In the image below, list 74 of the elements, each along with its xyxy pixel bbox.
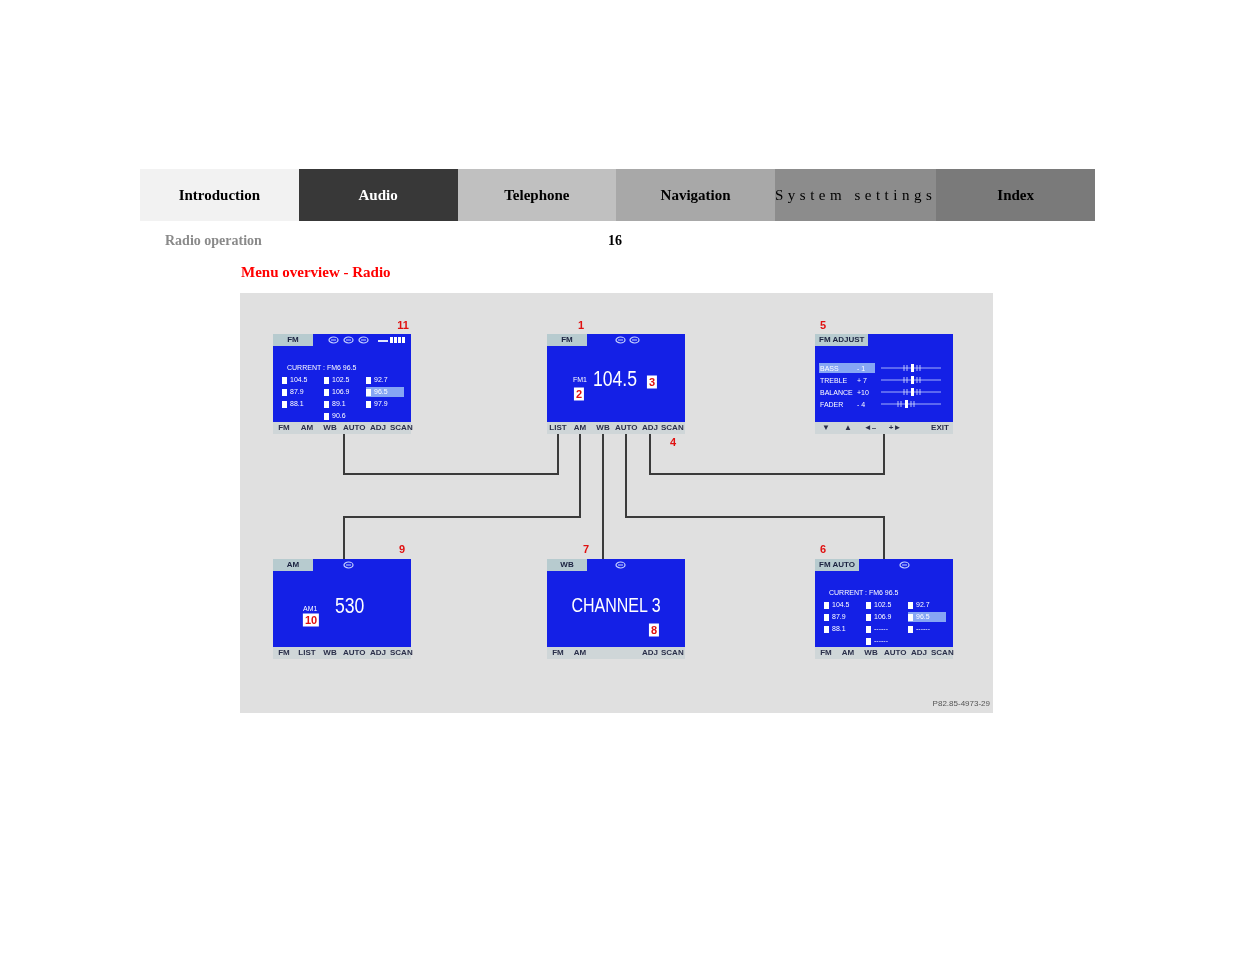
softkey-label: SCAN xyxy=(661,647,683,659)
softkey-label: SCAN xyxy=(390,422,412,434)
softkey-label: ADJ xyxy=(367,647,389,659)
softkey-label: FM xyxy=(273,422,295,434)
page-title: Menu overview - Radio xyxy=(241,263,391,282)
softkey-label: ADJ xyxy=(908,647,930,659)
callout-number: 2 xyxy=(573,387,585,401)
softkey-label: SCAN xyxy=(661,422,683,434)
callout-number: 7 xyxy=(582,543,590,555)
softkey-label: ▲ xyxy=(837,422,859,434)
radio-screen xyxy=(273,334,411,434)
callout-number: 8 xyxy=(648,623,660,637)
softkey-label: ADJ xyxy=(639,647,661,659)
screen-tab: FM ADJUST xyxy=(815,334,869,346)
radio-screen xyxy=(273,559,411,659)
radio-screen xyxy=(547,559,685,659)
screen-tab: FM xyxy=(273,334,313,346)
connector-line xyxy=(649,433,885,475)
softkey-label: AM xyxy=(569,422,591,434)
connector-line xyxy=(602,433,604,560)
softkey-label: FM xyxy=(547,647,569,659)
nav-tab: Audio xyxy=(298,169,458,221)
softkey-label: WB xyxy=(319,422,341,434)
screen-tab: FM xyxy=(547,334,587,346)
softkey-label: AUTO xyxy=(343,422,365,434)
screen-tab: AM xyxy=(273,559,313,571)
section-heading: Radio operation xyxy=(165,232,262,250)
softkey-label: AM xyxy=(569,647,591,659)
callout-number: 11 xyxy=(397,319,409,331)
frequency-text: 104.5 xyxy=(593,368,638,390)
nav-tab: Navigation xyxy=(616,169,775,221)
nav-tab: Introduction xyxy=(140,169,299,221)
figure-code: P82.85-4973-29 xyxy=(932,698,990,710)
softkey-label: ADJ xyxy=(639,422,661,434)
screen-tab: WB xyxy=(547,559,587,571)
softkey-label: +► xyxy=(884,422,906,434)
softkey-label: LIST xyxy=(547,422,569,434)
softkey-label: ▼ xyxy=(815,422,837,434)
softkey-label: SCAN xyxy=(390,647,412,659)
softkey-label: ADJ xyxy=(367,422,389,434)
softkey-label: AUTO xyxy=(615,422,637,434)
screen-tab: FM AUTO xyxy=(815,559,859,571)
callout-number: 4 xyxy=(669,436,677,448)
softkey-label: FM xyxy=(273,647,295,659)
page-number: 16 xyxy=(608,232,622,250)
softkey-label: SCAN xyxy=(931,647,953,659)
nav-tab: Index xyxy=(936,169,1095,221)
callout-number: 6 xyxy=(819,543,827,555)
connector-line xyxy=(625,433,885,560)
radio-screen xyxy=(547,334,685,434)
nav-tab: Telephone xyxy=(457,169,617,221)
radio-screen xyxy=(815,334,953,434)
softkey-label: AM xyxy=(296,422,318,434)
softkey-label: FM xyxy=(815,647,837,659)
frequency-text: 530 xyxy=(335,595,365,617)
nav-tab: System settings xyxy=(775,169,937,221)
softkey-label: ◄– xyxy=(859,422,881,434)
softkey-label: AUTO xyxy=(884,647,906,659)
softkey-label: WB xyxy=(860,647,882,659)
softkey-label: WB xyxy=(592,422,614,434)
radio-screen xyxy=(815,559,953,659)
softkey-label: AUTO xyxy=(343,647,365,659)
softkey-label: WB xyxy=(319,647,341,659)
softkey-label: EXIT xyxy=(929,422,951,434)
callout-number: 9 xyxy=(398,543,406,555)
softkey-label: AM xyxy=(837,647,859,659)
softkey-label: LIST xyxy=(296,647,318,659)
channel-text: CHANNEL 3 xyxy=(570,595,662,615)
connector-line xyxy=(343,433,559,475)
callout-number: 3 xyxy=(646,375,658,389)
callout-number: 5 xyxy=(819,319,827,331)
callout-number: 10 xyxy=(302,613,320,627)
connector-line xyxy=(343,433,581,560)
callout-number: 1 xyxy=(577,319,585,331)
